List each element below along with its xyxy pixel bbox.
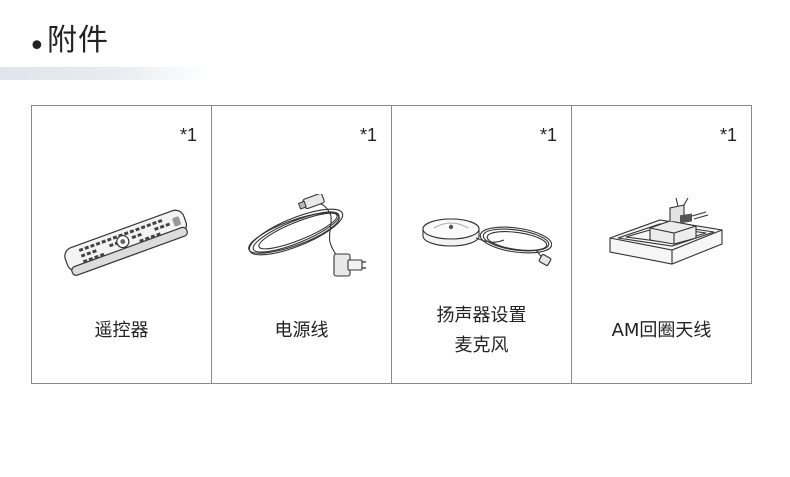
page-title: 附件 [47,23,109,58]
bullet: • [28,29,46,64]
accessory-label: 电源线 [274,320,329,341]
accessories-table: *1 遥控器 *1 [31,105,758,384]
remote-control-icon [64,209,188,276]
section-header: • 附件 [0,0,790,80]
accessory-label: 遥控器 [94,320,149,341]
accessory-cell-power-cord: *1 电源线 [211,105,392,384]
setup-microphone-icon [422,218,552,266]
header-underline-band [0,67,210,80]
accessory-cell-am-antenna: *1 AM回圈天线 [571,105,752,384]
footnote-mark: *1 [179,125,197,145]
power-cord-icon [248,194,366,277]
am-loop-antenna-icon [609,197,723,265]
accessory-cell-microphone: *1 扬声器设置 麦克风 [391,105,572,384]
accessory-cell-remote: *1 遥控器 [31,105,212,384]
footnote-mark: *1 [719,125,737,145]
accessory-label: AM回圈天线 [611,320,712,341]
footnote-mark: *1 [539,125,557,145]
accessory-label: 扬声器设置 麦克风 [436,305,527,356]
footnote-mark: *1 [359,125,377,145]
